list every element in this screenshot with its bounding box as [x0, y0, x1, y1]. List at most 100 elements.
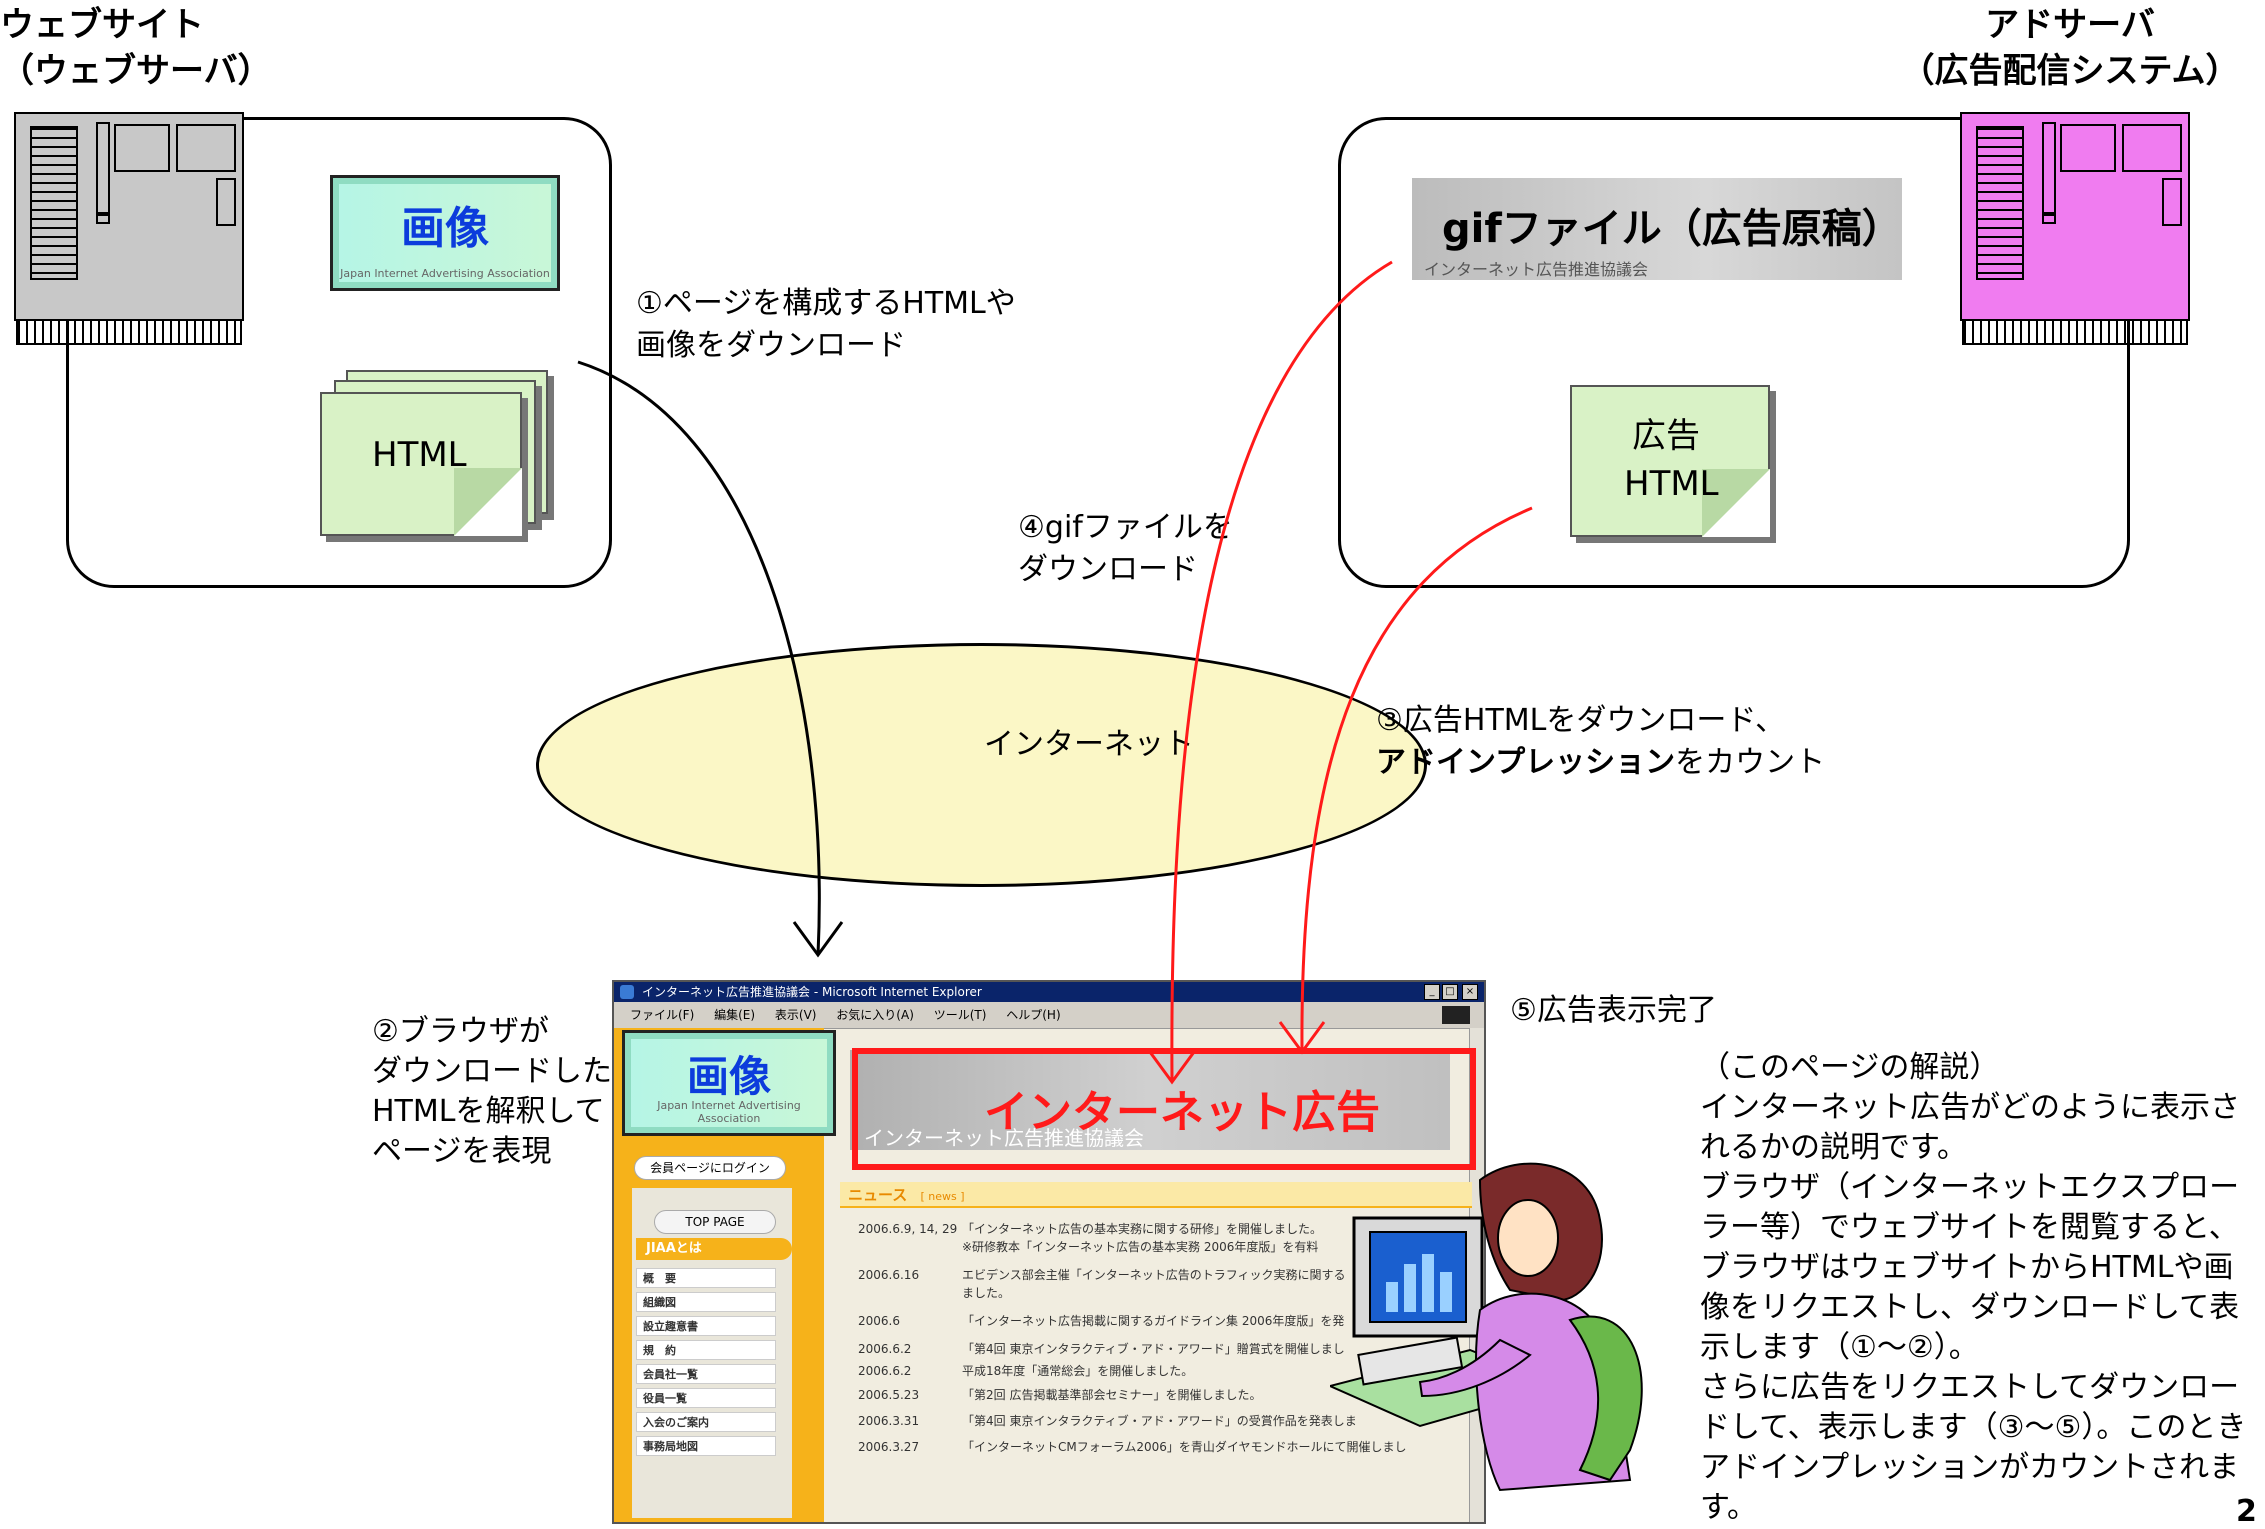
explanation-line: インターネット広告がどのように表示さ: [1700, 1090, 2240, 1125]
browser-window: インターネット広告推進協議会 - Microsoft Internet Expl…: [612, 980, 1486, 1524]
html-doc-fold: [454, 468, 522, 536]
nav-item-rules[interactable]: 規 約: [636, 1340, 776, 1360]
web-server-slot: [96, 122, 110, 216]
web-site-title-line2: （ウェブサーバ）: [0, 51, 272, 91]
news-date: 2006.6: [858, 1314, 900, 1328]
news-date: 2006.6.2: [858, 1364, 912, 1378]
explanation-line: ラー等）でウェブサイトを閲覧すると、: [1700, 1210, 2239, 1245]
arrowhead-download-html: [792, 921, 844, 958]
web-server-led: [96, 212, 110, 224]
nav-item-prospectus[interactable]: 設立趣意書: [636, 1316, 776, 1336]
news-header-bar: [840, 1182, 1472, 1208]
nav-item-org-chart[interactable]: 組織図: [636, 1292, 776, 1312]
ad-html-doc-icon: 広告 HTML: [1570, 385, 1770, 537]
news-row[interactable]: 2006.5.23 「第2回 広告掲載基準部会セミナー」を開催しました。: [858, 1386, 1261, 1404]
web-server-slot: [114, 124, 170, 172]
news-text: 「第2回 広告掲載基準部会セミナー」を開催しました。: [962, 1388, 1262, 1402]
news-row[interactable]: 2006.6.2 「第4回 東京インタラクティブ・アド・アワード」贈賞式を開催しま…: [858, 1340, 1345, 1358]
explanation-line: ブラウザ（インターネットエクスプロー: [1700, 1170, 2240, 1205]
woman-face: [1497, 1199, 1559, 1277]
maximize-button[interactable]: □: [1442, 984, 1458, 1000]
news-date: 2006.6.2: [858, 1342, 912, 1356]
web-server-slot: [216, 178, 236, 226]
web-server-base: [16, 319, 242, 345]
user-at-computer-illustration: [1330, 1162, 1643, 1492]
step2-line3: HTMLを解釈して: [372, 1094, 605, 1129]
news-row[interactable]: 2006.6.9, 14, 29 「インターネット広告の基本実務に関する研修」を開…: [858, 1220, 1322, 1238]
step2-label: ②ブラウザが ダウンロードした HTMLを解釈して ページを表現: [372, 1012, 612, 1172]
top-page-button[interactable]: TOP PAGE: [654, 1210, 776, 1234]
news-text: 「第4回 東京インタラクティブ・アド・アワード」贈賞式を開催しまし: [962, 1342, 1345, 1356]
close-button[interactable]: ×: [1462, 984, 1478, 1000]
news-text: 平成18年度「通常総会」を開催しました。: [962, 1364, 1194, 1378]
nav-item-members[interactable]: 会員社一覧: [636, 1364, 776, 1384]
news-row[interactable]: 2006.6.2 平成18年度「通常総会」を開催しました。: [858, 1362, 1193, 1380]
ad-banner-sublabel: インターネット広告推進協議会: [864, 1126, 1144, 1150]
nav-item-map[interactable]: 事務局地図: [636, 1436, 776, 1456]
news-heading: ニュース [ news ]: [848, 1184, 965, 1205]
woman-arm: [1418, 1338, 1532, 1398]
nav-item-join[interactable]: 入会のご案内: [636, 1412, 776, 1432]
menu-tools[interactable]: ツール(T): [933, 1008, 987, 1022]
news-row[interactable]: 2006.6「インターネット広告掲載に関するガイドライン集 2006年度版」を発: [858, 1312, 1344, 1330]
internet-cloud: [536, 643, 1427, 887]
web-image-sublabel: Japan Internet Advertising Association: [340, 267, 550, 280]
explanation-line: れるかの説明です。: [1700, 1130, 1967, 1165]
news-date: 2006.6.16: [858, 1268, 920, 1282]
html-doc-label: HTML: [372, 435, 467, 475]
explanation-line: ドして、表示します（③～⑤）。このとき: [1700, 1410, 2247, 1445]
ad-banner-text: インターネット広告: [984, 1087, 1380, 1138]
step2-line2: ダウンロードした: [372, 1054, 612, 1089]
menu-file[interactable]: ファイル(F): [630, 1008, 695, 1022]
web-site-title: ウェブサイト （ウェブサーバ）: [0, 2, 272, 94]
web-server-vent: [30, 126, 78, 280]
ad-server-icon: [1960, 112, 2190, 345]
step2-line1: ②ブラウザが: [372, 1014, 549, 1049]
nav-item-overview[interactable]: 概 要: [636, 1268, 776, 1288]
member-login-button[interactable]: 会員ページにログイン: [634, 1156, 786, 1180]
web-image-tile: 画像 Japan Internet Advertising Associatio…: [330, 175, 560, 291]
step1-label: ①ページを構成するHTMLや 画像をダウンロード: [636, 283, 1016, 367]
news-tag: [ news ]: [920, 1190, 965, 1203]
web-server-slot: [176, 124, 236, 172]
web-server-icon: [14, 112, 244, 345]
menu-view[interactable]: 表示(V): [774, 1008, 817, 1022]
browser-title-bar: インターネット広告推進協議会 - Microsoft Internet Expl…: [614, 982, 1484, 1002]
news-text: 「第4回 東京インタラクティブ・アド・アワード」の受賞作品を発表しま: [962, 1414, 1357, 1428]
news-date: 2006.5.23: [858, 1388, 920, 1402]
ad-banner-outline[interactable]: インターネット広告: [852, 1048, 1476, 1170]
page-image-sublabel: Japan Internet Advertising Association: [657, 1099, 801, 1125]
ad-html-doc-fold: [1702, 469, 1770, 537]
ad-server-vent: [1976, 126, 2024, 280]
news-row[interactable]: ※研修教本「インターネット広告の基本実務 2006年度版」を有料: [858, 1238, 1318, 1256]
minimize-button[interactable]: _: [1424, 984, 1440, 1000]
menu-favorites[interactable]: お気に入り(A): [836, 1008, 914, 1022]
gif-banner-label: gifファイル（広告原稿）: [1442, 206, 1902, 252]
step1-line1: ①ページを構成するHTMLや: [636, 286, 1016, 321]
step4-line1: ④gifファイルを: [1018, 510, 1233, 545]
news-date: 2006.3.27: [858, 1440, 920, 1454]
browser-menu-bar: ファイル(F) 編集(E) 表示(V) お気に入り(A) ツール(T) ヘルプ(…: [614, 1002, 1484, 1029]
ad-server-slot: [2042, 122, 2056, 216]
news-date: 2006.6.9, 14, 29: [858, 1222, 958, 1236]
news-heading-text: ニュース: [848, 1186, 908, 1204]
step4-label: ④gifファイルを ダウンロード: [1018, 507, 1233, 591]
news-row[interactable]: 2006.3.27「インターネットCMフォーラム2006」を青山ダイヤモンドホー…: [858, 1438, 1407, 1456]
news-text: 「インターネット広告の基本実務に関する研修」を開催しました。: [962, 1222, 1323, 1236]
news-row[interactable]: ました。: [858, 1284, 1010, 1302]
web-site-title-line1: ウェブサイト: [0, 5, 204, 45]
html-doc-icon: HTML: [320, 392, 522, 536]
step4-line2: ダウンロード: [1018, 552, 1198, 587]
menu-edit[interactable]: 編集(E): [714, 1008, 756, 1022]
explanation-line: さらに広告をリクエストしてダウンロー: [1700, 1370, 2240, 1405]
page-sidebar: 画像 Japan Internet Advertising Associatio…: [614, 1028, 836, 1522]
menu-help[interactable]: ヘルプ(H): [1006, 1008, 1061, 1022]
explanation-line: （このページの解説）: [1700, 1050, 2000, 1085]
nav-item-officers[interactable]: 役員一覧: [636, 1388, 776, 1408]
keyboard-icon: [1357, 1336, 1464, 1386]
explanation-line: 示します（①～②）。: [1700, 1330, 1979, 1365]
step3-bold: アドインプレッション: [1376, 745, 1676, 780]
news-row[interactable]: 2006.3.31「第4回 東京インタラクティブ・アド・アワード」の受賞作品を発…: [858, 1412, 1357, 1430]
explanation-text: （このページの解説） インターネット広告がどのように表示さ れるかの説明です。 …: [1700, 1048, 2260, 1528]
